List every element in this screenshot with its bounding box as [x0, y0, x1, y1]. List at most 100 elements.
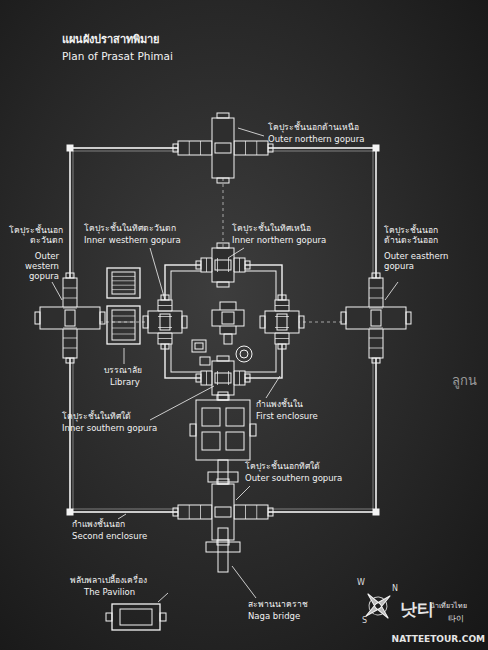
- inner-south-gopura-arm: [212, 361, 234, 395]
- inner-west-gopura-end: [182, 316, 187, 328]
- callout-label: โคปุระชั้นในทิศใต้: [62, 412, 131, 422]
- leader-line: [385, 282, 398, 300]
- pillar-line: [369, 298, 383, 299]
- pillar-line: [211, 141, 212, 155]
- pillar-line: [369, 328, 383, 329]
- minor-building: [200, 357, 210, 365]
- outer-north-gopura-end: [268, 144, 273, 152]
- compass-letter: N: [392, 584, 398, 593]
- callout-label: Outer western gopura: [3, 252, 59, 281]
- antechamber: [224, 334, 232, 344]
- compass-rose: [355, 583, 400, 628]
- inner-north-gopura-end: [196, 261, 201, 269]
- leader-line: [150, 386, 214, 420]
- compass-needle: [355, 583, 400, 628]
- outer-east-gopura-arm: [346, 307, 406, 329]
- pillar-line: [275, 338, 289, 339]
- pillar-line: [239, 258, 240, 272]
- cruciform-court: [202, 432, 220, 450]
- inner-east-gopura-end: [278, 295, 286, 300]
- compass-letter: S: [362, 616, 367, 625]
- pillar-line: [158, 305, 172, 306]
- callout-label: โคปุระชั้นในทิศตะวันตก: [84, 224, 176, 234]
- callout-label: Naga bridge: [248, 612, 300, 622]
- sanctuary-arm: [212, 310, 244, 326]
- callout-label: พลับพลาเปลื้องเครื่อง: [70, 576, 147, 586]
- leader-line: [238, 128, 264, 136]
- library-room: [112, 310, 135, 340]
- corner-post: [67, 145, 73, 151]
- callout-label: โคปุระชั้นนอกด้านเหนือ: [268, 123, 359, 133]
- outer-north-gopura-end: [217, 178, 229, 183]
- pillar-line: [369, 348, 383, 349]
- minor-prang: [236, 346, 252, 362]
- main-sanctuary: [192, 302, 252, 365]
- inner-north-gopura: [196, 243, 250, 287]
- pillar-line: [189, 505, 190, 519]
- pillar-line: [158, 333, 172, 334]
- outer-west-gopura-arm: [40, 307, 100, 329]
- callout-label: First enclosure: [256, 412, 318, 422]
- callout-label: กำแพงชั้นใน: [256, 400, 303, 410]
- callout-label: The Pavilion: [84, 588, 135, 598]
- pillar-line: [275, 311, 289, 312]
- library-hatch: [112, 285, 135, 286]
- callout-label: Outer northern gopura: [268, 135, 364, 145]
- outer-north-gopura-arm: [212, 118, 234, 178]
- outer-east-gopura-end: [341, 312, 346, 324]
- pillar-line: [275, 333, 289, 334]
- pillar-line: [200, 141, 201, 155]
- outer-west-gopura-end: [66, 358, 74, 363]
- outer-west-gopura-room: [65, 310, 75, 326]
- library-wall: [107, 268, 140, 298]
- pavilion-porch: [160, 613, 166, 621]
- inner-south-gopura-end: [245, 374, 250, 382]
- leader-line: [158, 593, 168, 602]
- pavilion-porch: [106, 613, 112, 621]
- pillar-line: [234, 141, 235, 155]
- cruciform-court: [202, 408, 220, 426]
- leader-line: [266, 376, 280, 398]
- outer-north-gopura-end: [217, 113, 229, 118]
- inner-east-gopura-arm: [265, 311, 299, 333]
- pillar-line: [158, 311, 172, 312]
- library-room: [112, 272, 135, 294]
- pillar-line: [63, 308, 77, 309]
- leader-line: [150, 248, 165, 300]
- outer-east-gopura-end: [372, 358, 380, 363]
- sanctuary-cella: [222, 312, 234, 324]
- pillar-line: [275, 327, 289, 328]
- pillar-line: [234, 505, 235, 519]
- pillar-line: [212, 258, 213, 272]
- plan-lines: [35, 113, 411, 630]
- pillar-line: [239, 371, 240, 385]
- pillar-line: [275, 316, 289, 317]
- watermark-logo: 낫티: [400, 600, 434, 620]
- leader-line: [236, 486, 250, 500]
- callout-label: Second enclosure: [72, 532, 147, 542]
- inner-west-gopura: [143, 295, 187, 349]
- pillar-line: [158, 327, 172, 328]
- outer-east-gopura: [341, 273, 411, 363]
- outer-west-gopura-end: [100, 312, 105, 324]
- pillar-line: [63, 298, 77, 299]
- cruciform-court: [226, 432, 244, 450]
- outer-south-gopura: [173, 479, 273, 545]
- pillar-line: [63, 328, 77, 329]
- callout-label: Library: [110, 378, 140, 388]
- library-building: [107, 306, 140, 344]
- outer-north-gopura-room: [215, 143, 231, 153]
- compass-letter: W: [357, 578, 365, 587]
- callout-label: โคปุระชั้นนอกทิศใต้: [245, 462, 320, 472]
- pillar-line: [63, 288, 77, 289]
- pillar-line: [245, 505, 246, 519]
- outer-south-gopura-arm: [212, 484, 234, 540]
- pavilion-room: [120, 609, 152, 625]
- inner-east-gopura-end: [299, 316, 304, 328]
- library-hatch: [112, 280, 135, 281]
- callout-label: กำแพงชั้นนอก: [72, 520, 125, 530]
- pillar-line: [63, 338, 77, 339]
- inner-west-gopura-arm: [148, 311, 182, 333]
- pillar-line: [234, 258, 235, 272]
